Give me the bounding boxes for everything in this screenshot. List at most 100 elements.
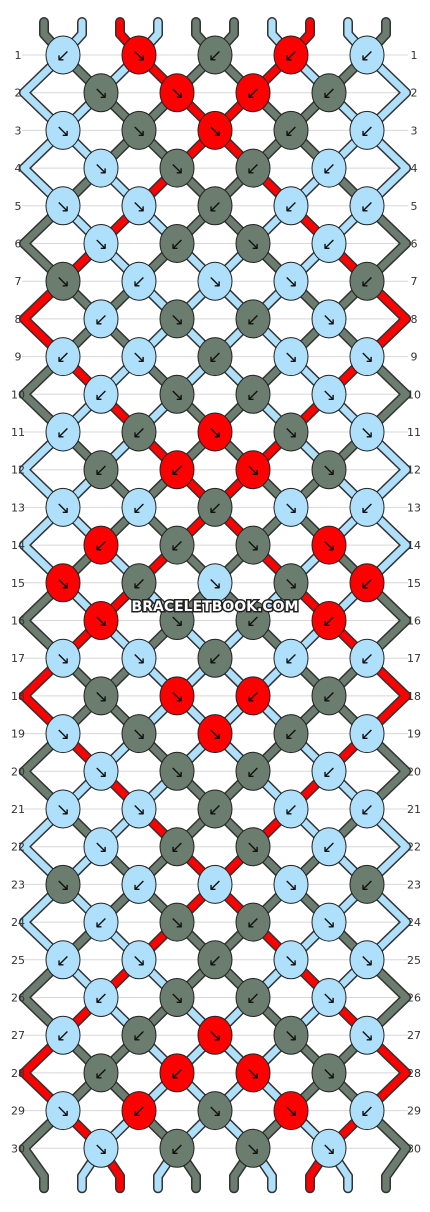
knot-oval — [311, 827, 347, 867]
knot: ↘ — [197, 714, 233, 754]
knot: ↘ — [197, 261, 233, 301]
knot-oval — [235, 751, 271, 791]
strand-label-top: A — [41, 8, 48, 18]
knot-oval — [159, 148, 195, 188]
knot-oval — [121, 789, 157, 829]
knot-oval — [45, 337, 81, 377]
knot-direction-arrow: ↘ — [132, 951, 146, 971]
knot-oval — [349, 186, 385, 226]
knot-direction-arrow: ↘ — [246, 1139, 260, 1159]
knot: ↘ — [235, 827, 271, 867]
knot: ↘ — [121, 337, 157, 377]
knot-oval — [349, 563, 385, 603]
knot-direction-arrow: ↘ — [322, 1064, 336, 1084]
knot-oval — [273, 337, 309, 377]
knot-direction-arrow: ↘ — [246, 1064, 260, 1084]
knot: ↘ — [45, 487, 81, 527]
knot-direction-arrow: ↘ — [56, 498, 70, 518]
watermark: BRACELETBOOK.COM — [132, 599, 299, 615]
knot: ↘ — [45, 563, 81, 603]
knot-oval — [235, 224, 271, 263]
knot-oval — [349, 940, 385, 980]
knot-oval — [45, 1091, 81, 1131]
knot-direction-arrow: ↘ — [170, 989, 184, 1009]
knot-direction-arrow: ↘ — [132, 46, 146, 66]
row-number-right: 22 — [407, 841, 421, 854]
knot: ↘ — [349, 1015, 385, 1055]
strand-label-top: C — [307, 8, 314, 18]
knot-oval — [273, 638, 309, 678]
knot: ↙ — [235, 299, 271, 339]
row-number-right: 25 — [407, 954, 421, 967]
row-number-left: 12 — [11, 464, 25, 477]
knot-oval — [45, 789, 81, 829]
strand-label-top: B — [155, 8, 162, 18]
knot-direction-arrow: ↙ — [132, 423, 146, 443]
knot-direction-arrow: ↘ — [94, 1139, 108, 1159]
knot: ↙ — [197, 789, 233, 829]
knot: ↘ — [311, 450, 347, 490]
knot: ↙ — [235, 601, 271, 640]
knot-oval — [45, 261, 81, 301]
row-number-right: 15 — [407, 577, 421, 590]
knot: ↘ — [45, 261, 81, 301]
row-number-right: 26 — [407, 992, 421, 1005]
knot-oval — [45, 186, 81, 226]
knot-oval — [159, 902, 195, 942]
knot-direction-arrow: ↙ — [284, 197, 298, 217]
knot-direction-arrow: ↘ — [360, 348, 374, 368]
knot-oval — [121, 110, 157, 150]
knot: ↙ — [83, 902, 119, 942]
knot-oval — [311, 1128, 347, 1168]
knot-direction-arrow: ↘ — [170, 310, 184, 330]
knot-oval — [159, 1128, 195, 1168]
knot-oval — [197, 337, 233, 377]
knot-oval — [349, 638, 385, 678]
knot-direction-arrow: ↘ — [284, 875, 298, 895]
knot-direction-arrow: ↘ — [284, 498, 298, 518]
row-number-left: 11 — [11, 426, 25, 439]
knot-direction-arrow: ↘ — [170, 84, 184, 104]
knot-direction-arrow: ↙ — [360, 121, 374, 141]
knot-direction-arrow: ↙ — [132, 875, 146, 895]
row-number-left: 21 — [11, 803, 25, 816]
knot-oval — [273, 261, 309, 301]
knot-oval — [83, 299, 119, 339]
knot: ↙ — [273, 110, 309, 150]
knot-oval — [83, 1053, 119, 1093]
knot-direction-arrow: ↙ — [360, 725, 374, 745]
strand-label-bottom: B — [79, 1196, 86, 1206]
knot-direction-arrow: ↙ — [360, 197, 374, 217]
knot-direction-arrow: ↙ — [56, 951, 70, 971]
knot-oval — [197, 714, 233, 754]
knot-oval — [311, 978, 347, 1017]
row-number-right: 23 — [407, 878, 421, 891]
row-number-right: 27 — [407, 1029, 421, 1042]
knot-direction-arrow: ↙ — [208, 800, 222, 820]
knot-direction-arrow: ↘ — [56, 800, 70, 820]
knot-oval — [235, 978, 271, 1017]
knot: ↘ — [273, 487, 309, 527]
knot: ↙ — [121, 261, 157, 301]
strand-label-bottom: B — [345, 1196, 352, 1206]
knot-direction-arrow: ↙ — [170, 461, 184, 481]
knot-direction-arrow: ↙ — [208, 649, 222, 669]
knot-oval — [311, 299, 347, 339]
knot-direction-arrow: ↙ — [246, 687, 260, 707]
knot-direction-arrow: ↙ — [322, 159, 336, 179]
strand-label-bottom: B — [269, 1196, 276, 1206]
knot: ↘ — [159, 676, 195, 716]
knot-direction-arrow: ↙ — [132, 1026, 146, 1046]
knot-oval — [311, 902, 347, 942]
knot: ↙ — [121, 563, 157, 603]
knot: ↙ — [273, 35, 309, 75]
knot-oval — [159, 978, 195, 1017]
strand-label-bottom: C — [117, 1196, 124, 1206]
strand-label-bottom: A — [193, 1196, 200, 1206]
knot: ↙ — [159, 525, 195, 565]
row-number-left: 15 — [11, 577, 25, 590]
row-number-left: 22 — [11, 841, 25, 854]
knot: ↘ — [311, 525, 347, 565]
knot: ↘ — [273, 940, 309, 980]
knot: ↘ — [311, 1053, 347, 1093]
